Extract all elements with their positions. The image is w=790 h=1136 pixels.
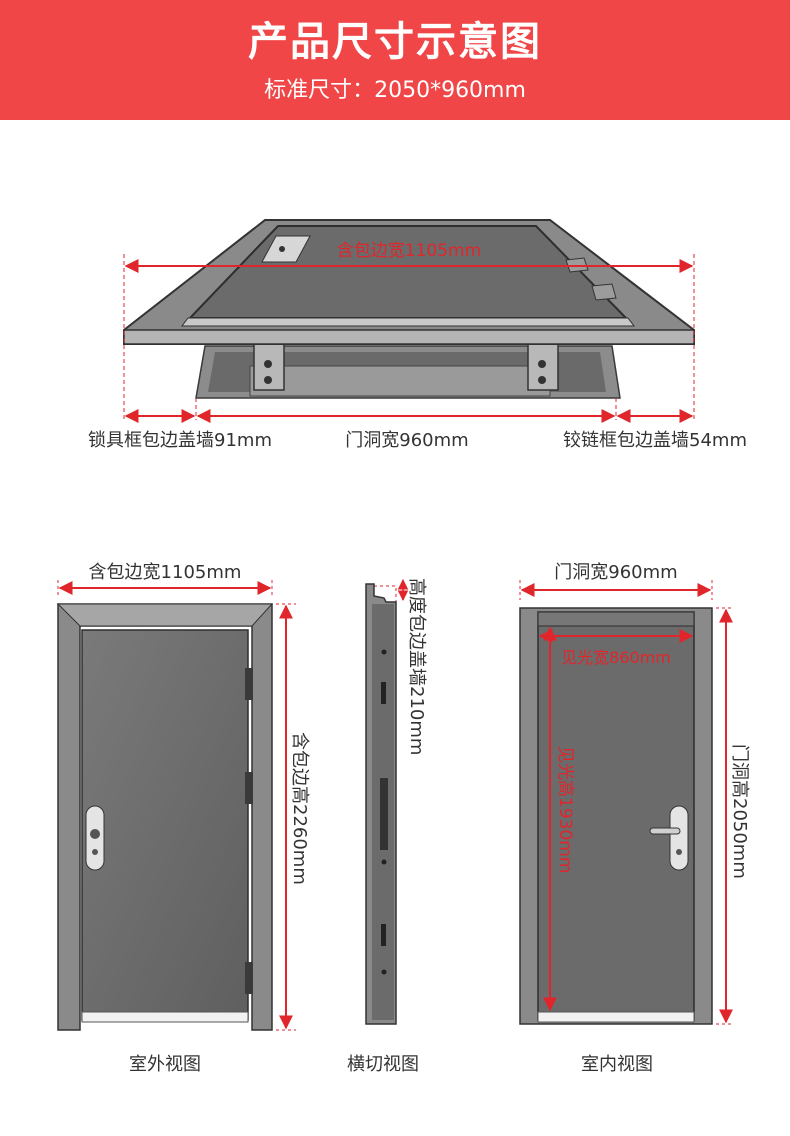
opening-width-label: 门洞宽960mm	[345, 430, 468, 451]
inner-handle-lever	[649, 827, 681, 835]
section-lock-slot	[380, 778, 388, 850]
section-view-caption: 横切视图	[347, 1054, 419, 1075]
top-view-drawing	[123, 219, 695, 423]
outer-hinge-bottom	[245, 962, 253, 994]
section-height-label: 高度包边盖墙210mm	[406, 578, 427, 755]
inner-handle-plate	[669, 805, 689, 871]
page-title: 产品尺寸示意图	[248, 19, 542, 65]
outer-door-leaf	[81, 629, 249, 1021]
inner-height-label: 门洞高2050mm	[729, 744, 750, 879]
clear-height-label: 见光高1930mm	[555, 746, 575, 873]
outer-hinge-middle	[245, 772, 253, 804]
outer-height-label: 含包边高2260mm	[289, 732, 310, 885]
outer-width-label: 含包边宽1105mm	[89, 562, 242, 583]
outer-hinge-top	[245, 668, 253, 700]
page-subtitle: 标准尺寸：2050*960mm	[264, 78, 526, 103]
inner-width-label: 门洞宽960mm	[554, 562, 677, 583]
inner-view-drawing	[519, 580, 734, 1025]
clear-width-label: 见光宽860mm	[561, 648, 671, 667]
lock-side-label: 锁具框包边盖墙91mm	[88, 430, 272, 451]
section-view-drawing	[365, 578, 409, 1025]
top-view-threshold	[249, 365, 551, 397]
inner-view-caption: 室内视图	[581, 1054, 653, 1075]
header-banner: 产品尺寸示意图 标准尺寸：2050*960mm	[0, 0, 790, 120]
outer-view-drawing	[56, 580, 296, 1031]
hinge-side-label: 铰链框包边盖墙54mm	[563, 430, 747, 451]
top-total-width-label: 含包边宽1105mm	[337, 241, 481, 261]
inner-door-leaf	[537, 611, 695, 1021]
outer-view-caption: 室外视图	[129, 1054, 201, 1075]
